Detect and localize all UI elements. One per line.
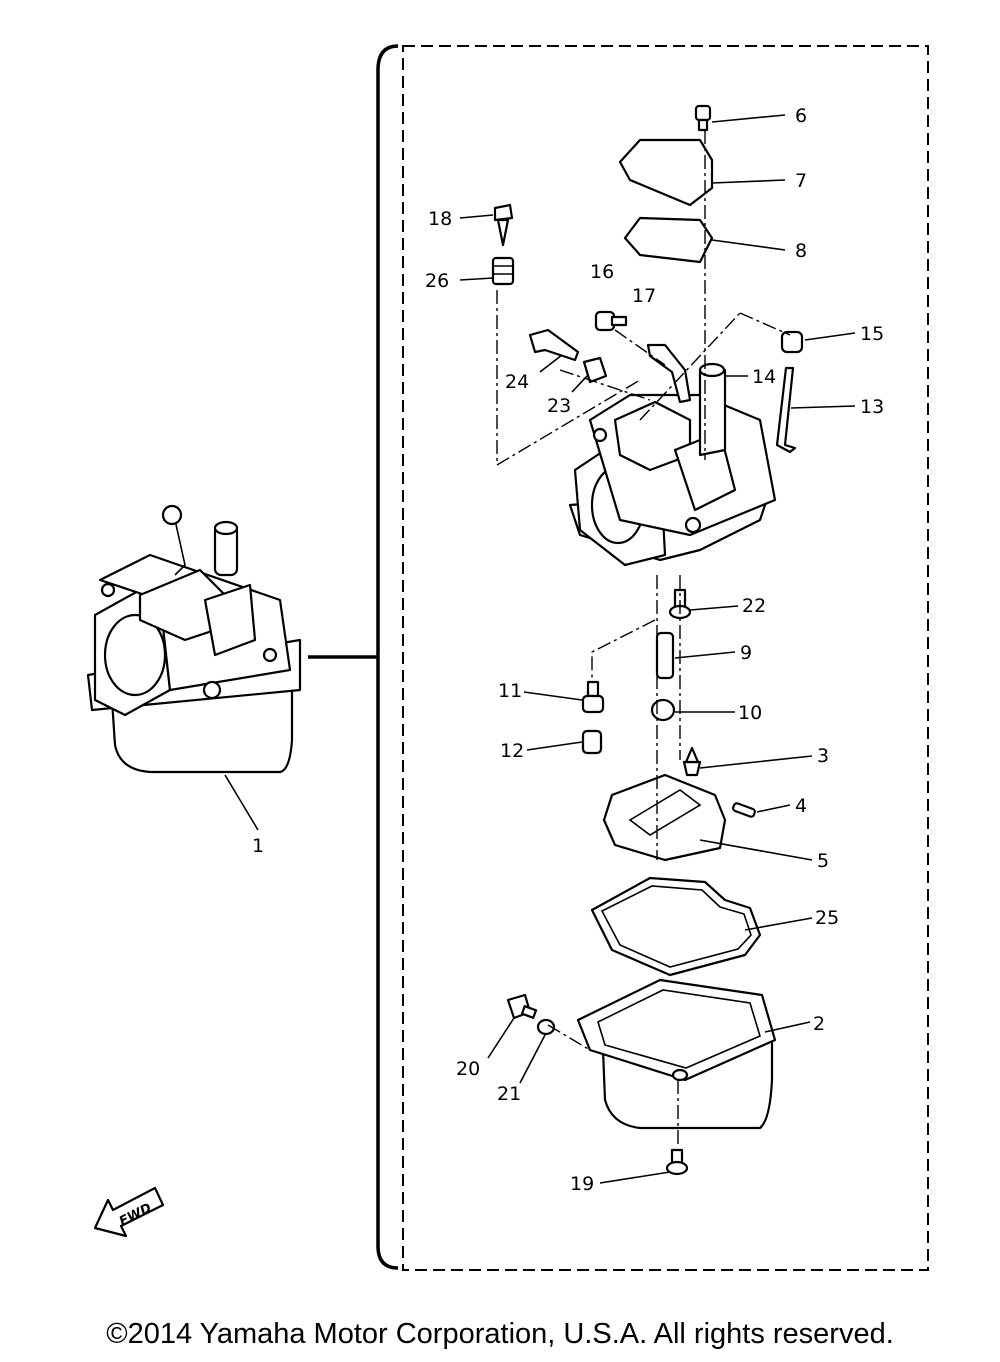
leader-lines [224,114,856,1184]
carburetor-body [568,362,777,567]
choke-rod [775,366,797,454]
label-20: 20 [456,1058,480,1080]
throttle-stop-screw [493,203,514,222]
label-4: 4 [795,795,807,817]
label-6: 6 [795,105,807,127]
throttle-stop-spring [491,256,515,286]
label-2: 2 [813,1013,825,1035]
carburetor-assembly [86,504,302,774]
float-chamber-gasket [590,876,762,977]
choke-lever [646,343,692,404]
nut-15 [780,330,804,354]
top-cover-gasket [623,216,714,264]
label-24: 24 [505,371,529,393]
label-3: 3 [817,745,829,767]
label-21: 21 [497,1083,521,1105]
pilot-jet [586,680,600,698]
label-16: 16 [590,261,614,283]
assembly-line [496,290,641,467]
float [602,773,727,862]
jet-plug-12 [581,729,603,755]
screw-6 [694,104,712,122]
main-jet [650,698,676,722]
exploded-view-frame [402,45,929,1271]
needle-valve [682,760,702,777]
label-13: 13 [860,396,884,418]
label-7: 7 [795,170,807,192]
label-26: 26 [425,270,449,292]
top-cover [618,138,714,207]
washer-21 [536,1018,556,1036]
label-17: 17 [632,285,656,307]
label-19: 19 [570,1173,594,1195]
label-23: 23 [547,395,571,417]
forward-arrow: FWD [93,1186,165,1238]
label-8: 8 [795,240,807,262]
label-11: 11 [498,680,522,702]
main-nozzle [655,631,675,680]
copyright-notice: ©2014 Yamaha Motor Corporation, U.S.A. A… [106,1318,894,1350]
label-18: 18 [428,208,452,230]
label-12: 12 [500,740,524,762]
label-22: 22 [742,595,766,617]
label-15: 15 [860,323,884,345]
pilot-screw [528,328,580,362]
label-5: 5 [817,850,829,872]
label-25: 25 [815,907,839,929]
part-labels: 1 2 3 4 5 6 7 8 9 10 11 12 13 14 15 16 1… [252,105,884,1195]
label-1: 1 [252,835,264,857]
label-9: 9 [740,642,752,664]
label-14: 14 [752,366,776,388]
label-10: 10 [738,702,762,724]
group-bracket [376,44,399,1270]
float-pin [732,802,756,818]
float-chamber [576,978,777,1130]
